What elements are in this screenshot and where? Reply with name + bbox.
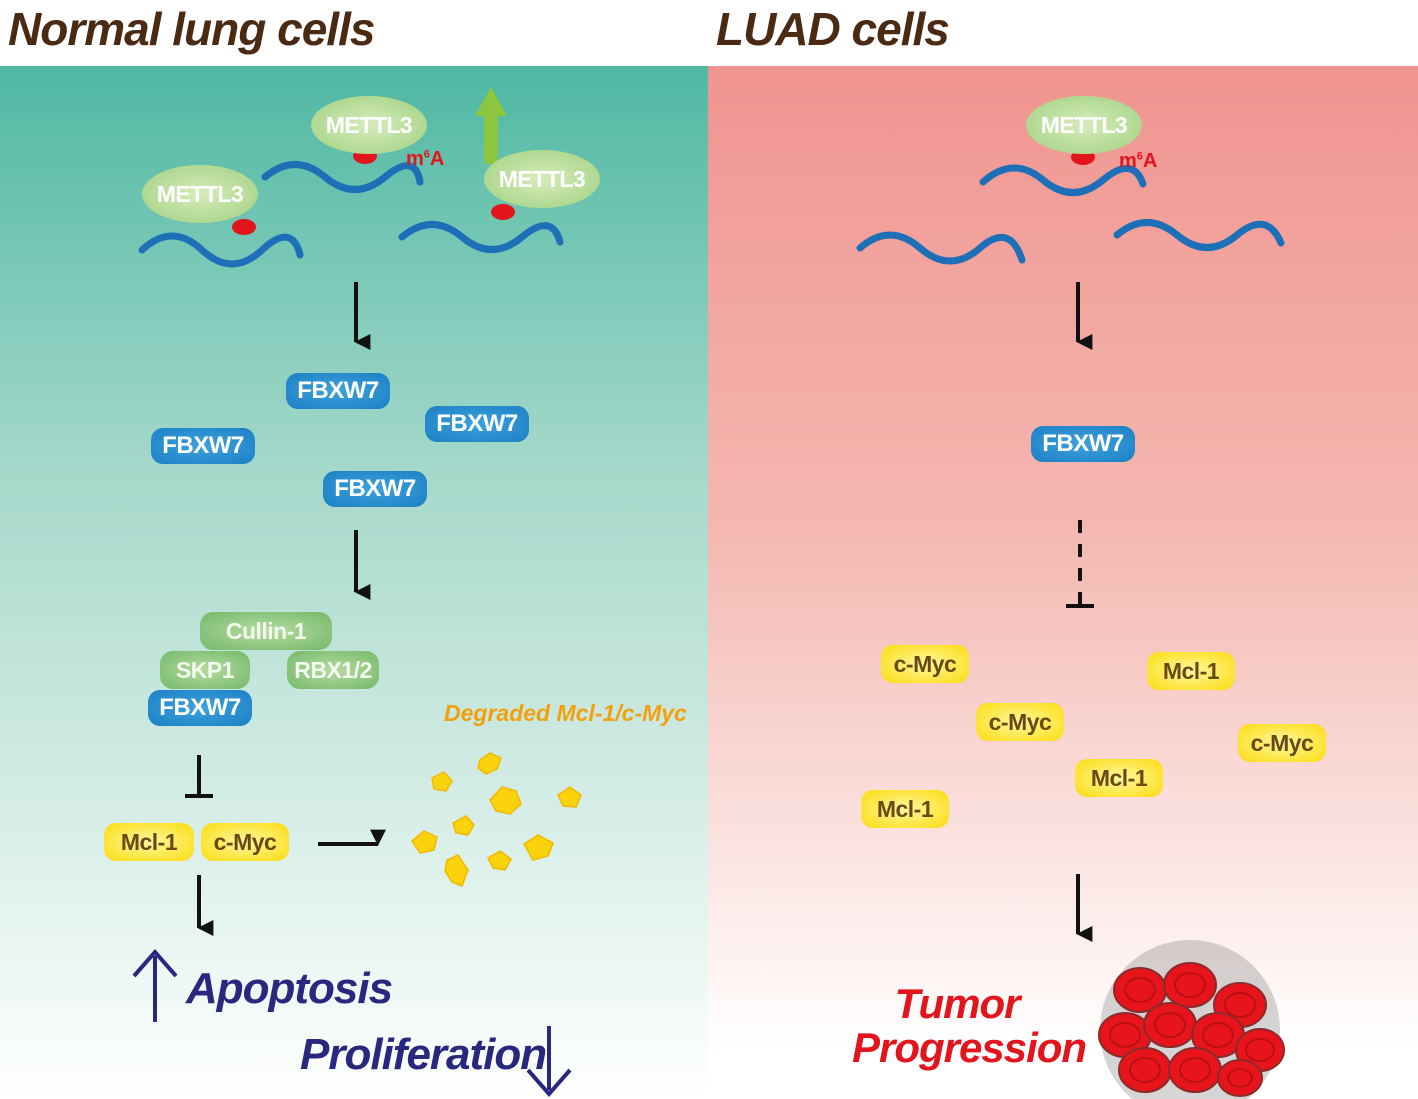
- c-myc-protein: c-Myc: [201, 823, 289, 861]
- rna-strand: [138, 232, 304, 268]
- cullin-1-subunit: Cullin-1: [200, 612, 332, 650]
- apoptosis-up-arrow: [132, 948, 178, 1022]
- fbxw7-protein: FBXW7: [323, 471, 427, 507]
- tumor-progression-line1: Tumor: [894, 980, 1021, 1027]
- proliferation-down-arrow: [526, 1026, 572, 1098]
- rna-strand: [1113, 219, 1285, 251]
- mcl-1-protein: Mcl-1: [1075, 759, 1163, 797]
- luad-cells-panel: [708, 66, 1418, 1099]
- m6a-mark: [491, 204, 515, 220]
- rna-strand: [979, 164, 1147, 196]
- m6a-label: m6A: [1119, 150, 1158, 172]
- degraded-label: Degraded Mcl-1/c-Myc: [444, 700, 687, 726]
- fbxw7-protein: FBXW7: [425, 406, 529, 442]
- rna-strand: [856, 231, 1026, 265]
- fbxw7-protein: FBXW7: [286, 373, 390, 409]
- c-myc-protein: c-Myc: [1238, 724, 1326, 762]
- upregulation-arrow: [475, 87, 507, 164]
- fbxw7-protein: FBXW7: [151, 428, 255, 464]
- m6a-label: m6A: [406, 148, 445, 170]
- mettl3-enzyme: METTL3: [142, 165, 258, 223]
- m6a-mark: [232, 219, 256, 235]
- c-myc-protein: c-Myc: [976, 703, 1064, 741]
- dashed-inhibition-symbol: [1066, 520, 1094, 608]
- normal-cells-title: Normal lung cells: [8, 3, 375, 55]
- luad-cells-title: LUAD cells: [716, 3, 950, 55]
- mcl-1-protein: Mcl-1: [861, 790, 949, 828]
- mettl3-enzyme: METTL3: [484, 150, 600, 208]
- fbxw7-protein: FBXW7: [1031, 426, 1135, 462]
- mettl3-enzyme: METTL3: [311, 96, 427, 154]
- rna-strand: [398, 221, 564, 253]
- apoptosis-label: Apoptosis: [186, 964, 393, 1013]
- skp1-subunit: SKP1: [160, 651, 250, 689]
- mcl-1-protein: Mcl-1: [1147, 652, 1235, 690]
- degraded-fragments: [411, 752, 582, 887]
- mettl3-enzyme: METTL3: [1026, 96, 1142, 154]
- c-myc-protein: c-Myc: [881, 645, 969, 683]
- tumor-cell-cluster: [1098, 940, 1285, 1099]
- rbx1-2-subunit: RBX1/2: [287, 651, 379, 689]
- proliferation-label: Proliferation: [300, 1030, 547, 1079]
- tumor-progression-label: Tumor Progression: [852, 980, 1087, 1071]
- mcl-1-protein: Mcl-1: [104, 823, 194, 861]
- inhibition-symbol: [185, 755, 213, 798]
- fbxw7-protein: FBXW7: [148, 690, 252, 726]
- rna-strand: [261, 161, 424, 193]
- tumor-progression-line2: Progression: [852, 1024, 1087, 1071]
